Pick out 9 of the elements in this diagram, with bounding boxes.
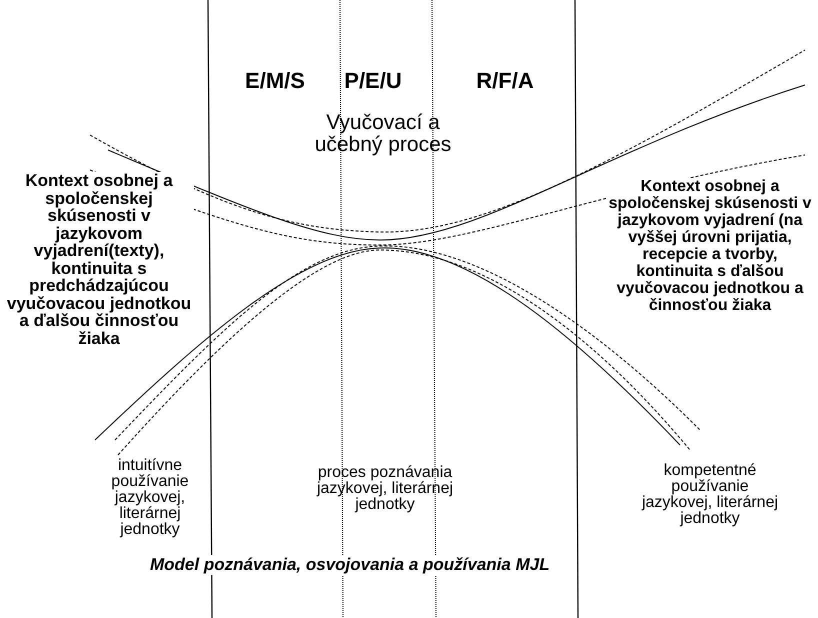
process-heading: Vyučovací a učebný proces: [314, 112, 452, 156]
context-text: Kontext osobnej a spoločenskej skúsenosti v jazykovom vyjadrení(texty), kontinuita s predchádzajúcou vyučovacou jednotkou a ďalšou činnosťou žiaka: [4, 172, 194, 347]
caption: Model poznávania, osvojovania a používania MJL: [150, 555, 550, 575]
stage-text: kompetentné používanie jazykovej, literárnej jednotky: [640, 463, 780, 527]
column-label: E/M/S: [244, 68, 306, 94]
stage-text: proces poznávania jazykovej, literárnej jednotky: [316, 465, 454, 513]
column-label: R/F/A: [475, 68, 535, 94]
stage-text: intuitívne používanie jazykovej, literárnej jednotky: [110, 458, 190, 538]
column-label: P/E/U: [343, 68, 403, 94]
